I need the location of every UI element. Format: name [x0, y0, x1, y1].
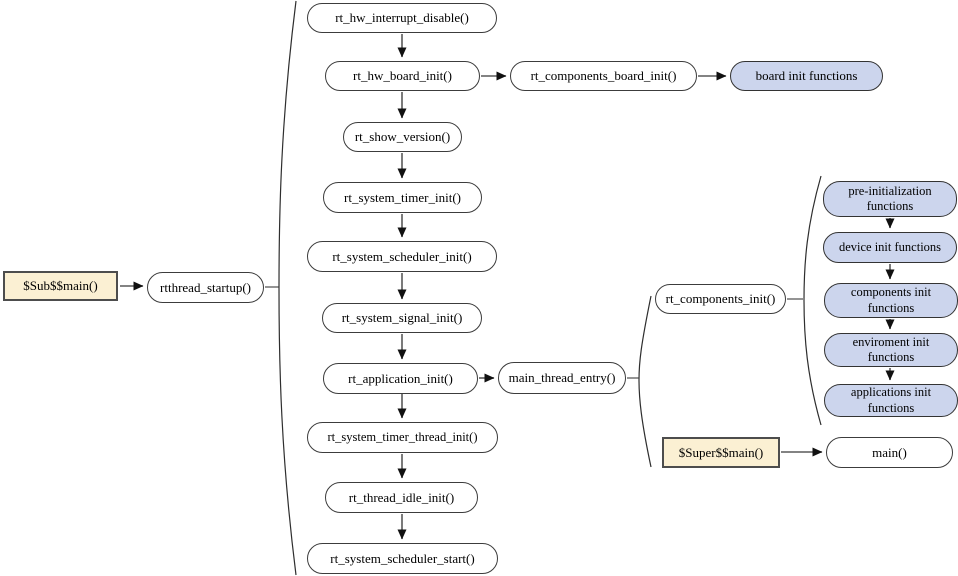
- node-rt-system-timer-init: rt_system_timer_init(): [323, 182, 482, 213]
- node-main: main(): [826, 437, 953, 468]
- node-enviroment-init-functions: enviroment init functions: [824, 333, 958, 367]
- node-pre-initialization-functions: pre-initialization functions: [823, 181, 957, 217]
- node-rt-system-signal-init: rt_system_signal_init(): [322, 303, 482, 333]
- main-thread-brace: [627, 295, 652, 468]
- node-rt-system-scheduler-start: rt_system_scheduler_start(): [307, 543, 498, 574]
- node-rtthread-startup: rtthread_startup(): [147, 272, 264, 303]
- node-main-thread-entry: main_thread_entry(): [498, 362, 626, 394]
- horizontal-arrows: [120, 71, 823, 457]
- node-components-init-functions: components init functions: [824, 283, 958, 318]
- node-rt-hw-board-init: rt_hw_board_init(): [325, 61, 480, 91]
- node-rt-system-scheduler-init: rt_system_scheduler_init(): [307, 241, 497, 272]
- components-init-brace: [787, 175, 822, 426]
- node-rt-thread-idle-init: rt_thread_idle_init(): [325, 482, 478, 513]
- node-rt-hw-interrupt-disable: rt_hw_interrupt_disable(): [307, 3, 497, 33]
- node-super-main: $Super$$main(): [662, 437, 780, 468]
- startup-chain-brace: [265, 0, 297, 576]
- node-rt-application-init: rt_application_init(): [323, 363, 478, 394]
- node-rt-components-board-init: rt_components_board_init(): [510, 61, 697, 91]
- node-rt-show-version: rt_show_version(): [343, 122, 462, 152]
- node-rt-system-timer-thread-init: rt_system_timer_thread_init(): [307, 422, 498, 453]
- node-rt-components-init: rt_components_init(): [655, 284, 786, 314]
- node-device-init-functions: device init functions: [823, 232, 957, 263]
- node-applications-init-functions: applications init functions: [824, 384, 958, 417]
- node-sub-main: $Sub$$main(): [3, 271, 118, 301]
- node-board-init-functions: board init functions: [730, 61, 883, 91]
